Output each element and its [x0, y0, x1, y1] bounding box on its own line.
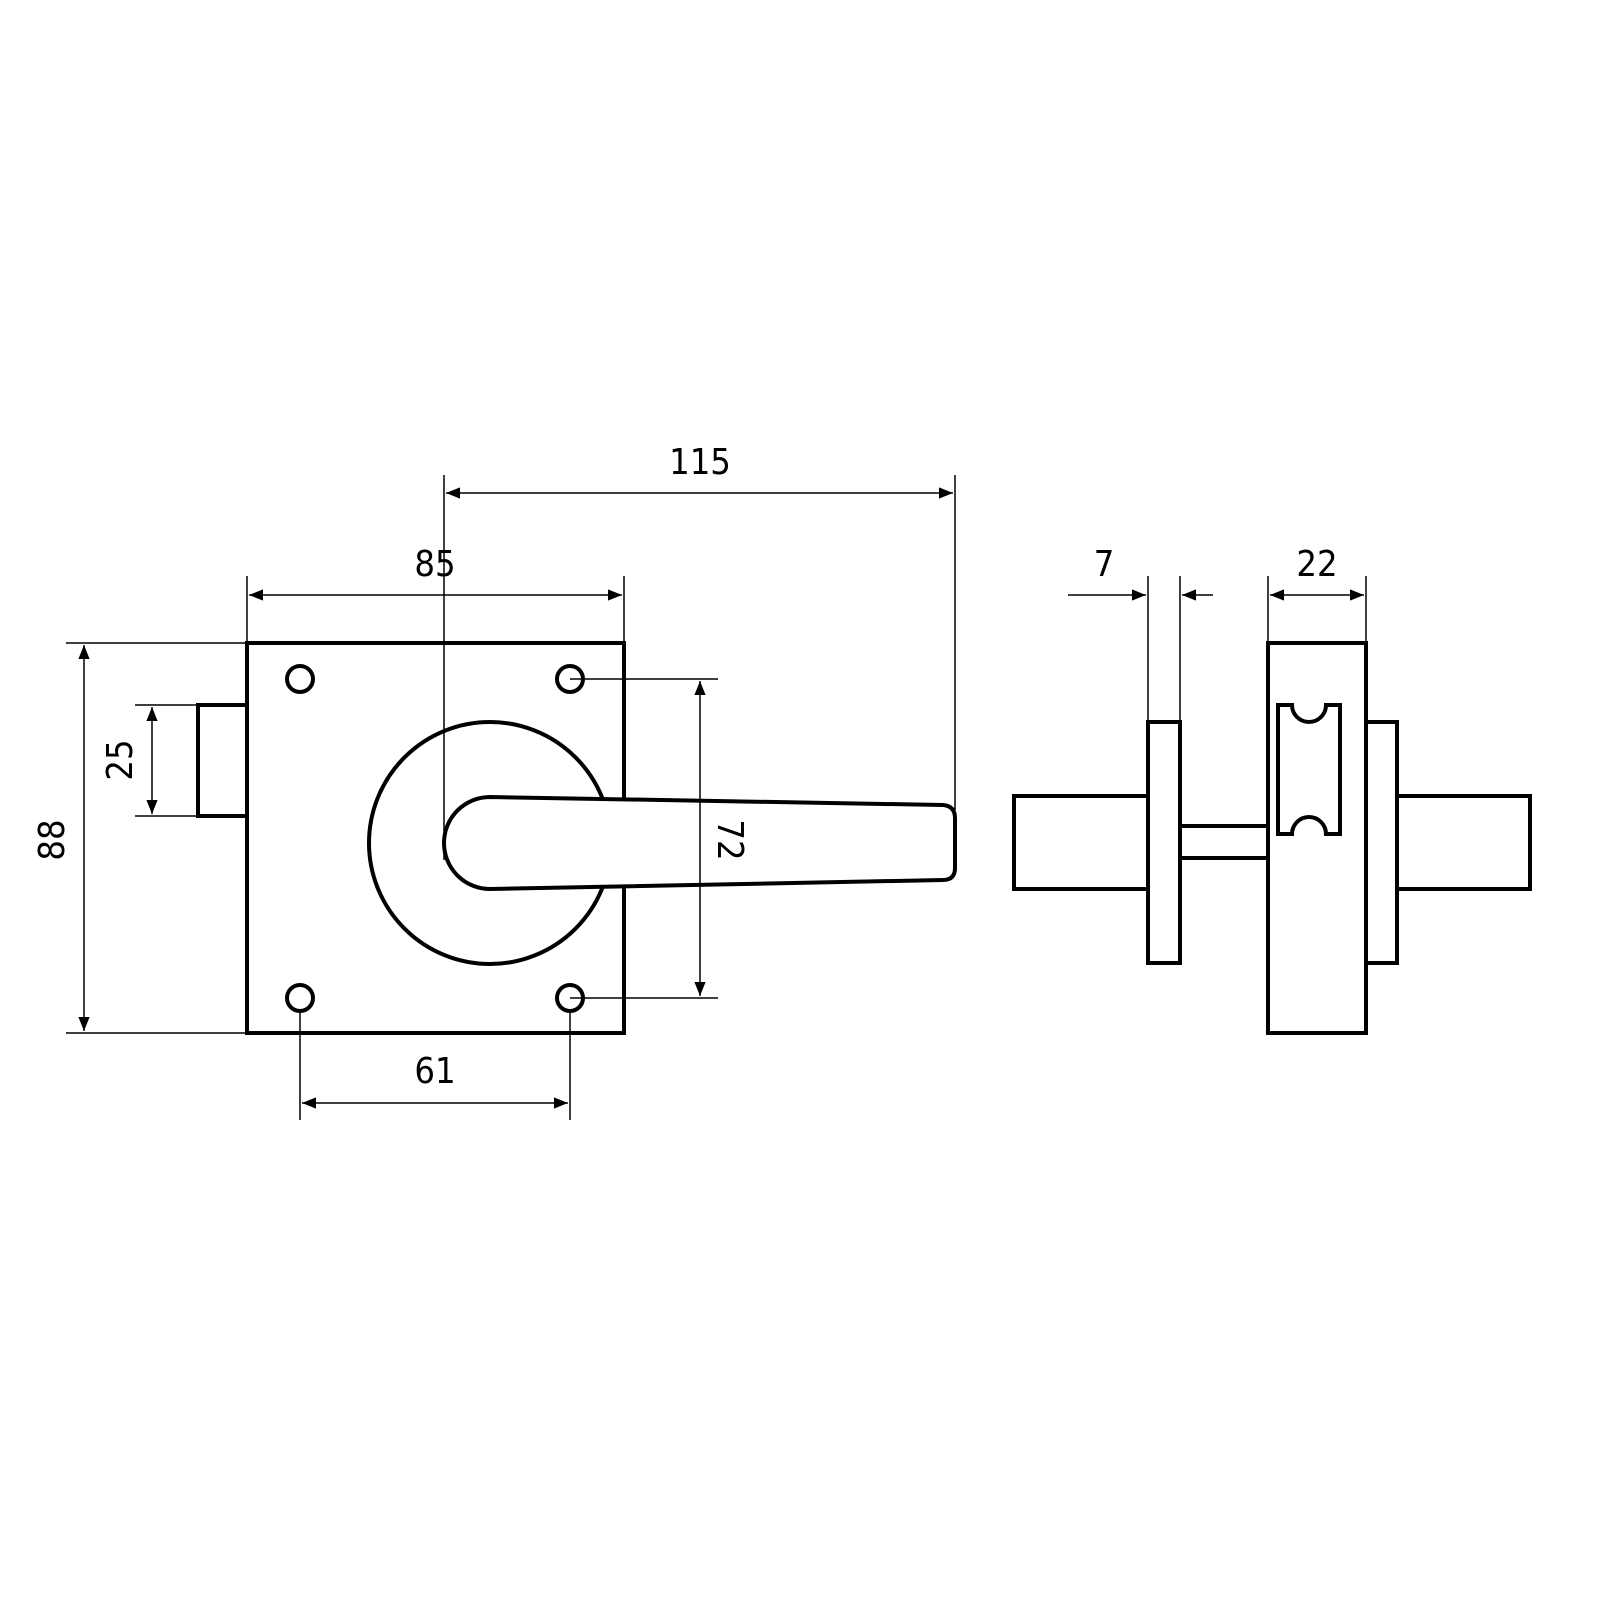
dim-label-88: 88: [32, 819, 73, 860]
spindle: [1178, 824, 1270, 860]
latch-bolt: [196, 703, 249, 818]
bolt-cutout: [1276, 703, 1342, 836]
dimension-bolt-height: 25: [100, 704, 198, 817]
left-rose-section: [1146, 720, 1182, 965]
dim-label-22: 22: [1296, 544, 1337, 585]
right-rose-section: [1364, 720, 1399, 965]
side-view: [1012, 641, 1532, 1035]
dim-label-7: 7: [1094, 544, 1115, 585]
left-handle-section: [1012, 794, 1150, 891]
dimension-body-thickness: 22: [1267, 544, 1367, 643]
dimension-hole-horizontal-spacing: 61: [299, 1011, 571, 1120]
front-view: [196, 641, 957, 1035]
dimension-rose-thickness: 7: [1068, 544, 1213, 722]
dimension-plate-height: 88: [32, 642, 247, 1034]
screw-hole-top-left: [285, 664, 315, 694]
dim-label-61: 61: [414, 1051, 455, 1092]
lock-body-section: [1266, 641, 1368, 1035]
dimension-plate-width: 85: [246, 544, 625, 643]
dim-label-115: 115: [669, 442, 731, 483]
dim-label-85: 85: [414, 544, 455, 585]
right-handle-section: [1395, 794, 1532, 891]
dimension-handle-length: 115: [443, 442, 956, 860]
dimension-hole-vertical-spacing: 72: [570, 678, 750, 999]
dim-label-72: 72: [709, 819, 750, 860]
dim-label-25: 25: [100, 739, 141, 780]
screw-hole-bottom-left: [285, 983, 315, 1013]
